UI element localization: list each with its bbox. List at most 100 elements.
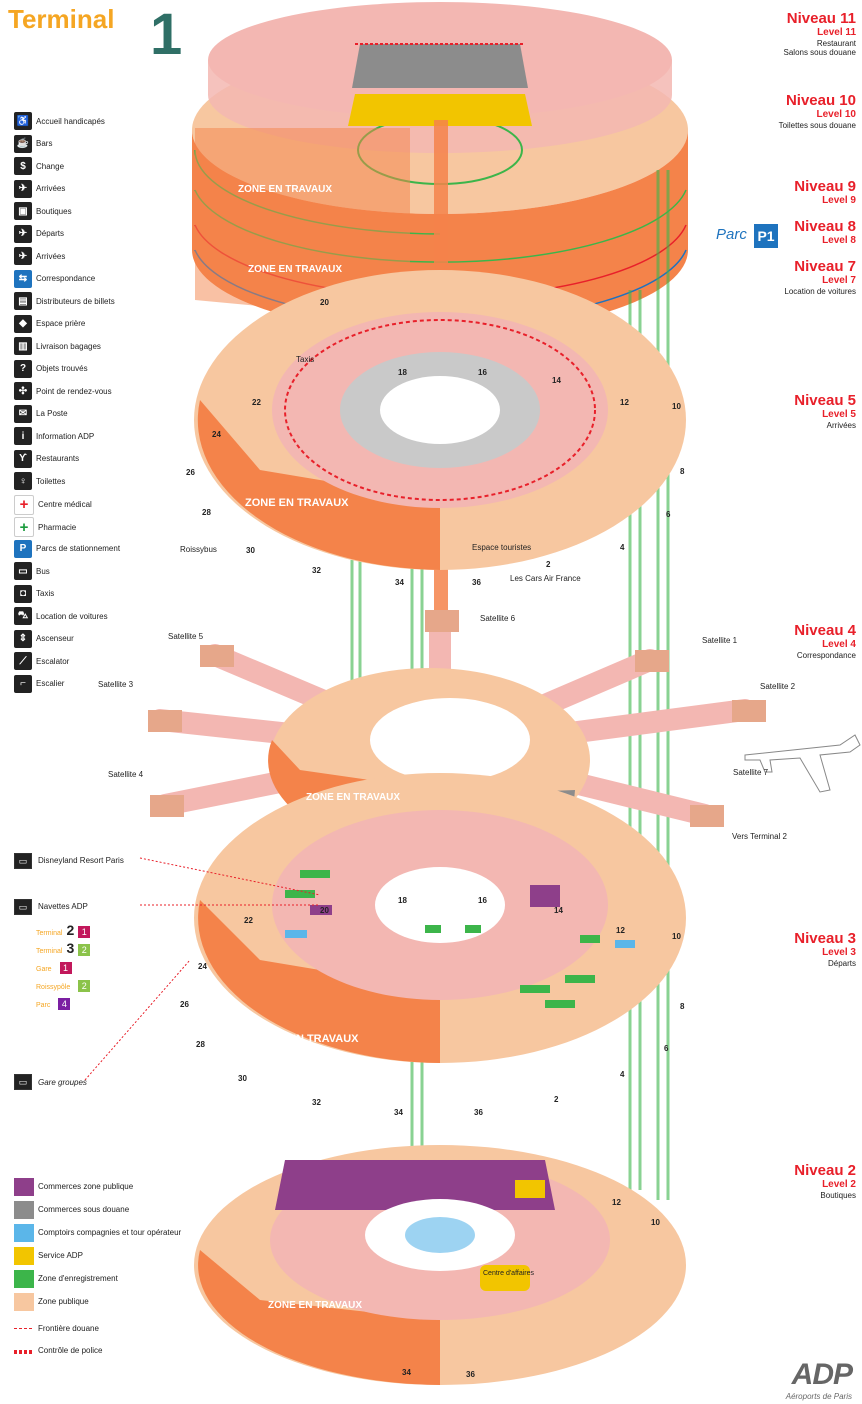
level-name-fr: Niveau 3 (794, 930, 856, 947)
connection-icon: ⇆ (14, 269, 32, 288)
level-name-en: Level 8 (822, 235, 856, 247)
area-swatch (14, 1201, 34, 1219)
gate-number-l2: 36 (466, 1370, 475, 1379)
gate-number-l3: 24 (198, 962, 207, 971)
arrivals-icon: ✈ (14, 179, 32, 198)
legend-item: ◆ Espace prière (14, 314, 86, 333)
works-label-l2: ZONE EN TRAVAUX (268, 1300, 363, 1311)
departures-icon: ✈ (14, 224, 32, 243)
area-legend-label: Comptoirs compagnies et tour opérateur (38, 1228, 182, 1237)
gate-number-l3: 4 (620, 1070, 625, 1079)
navette-line-badge: 2 (78, 944, 91, 956)
navettes-label: Navettes ADP (38, 902, 88, 911)
level-3-floor (194, 773, 686, 1063)
level-name-fr: Niveau 11 (786, 10, 856, 27)
legend-label: Change (36, 161, 65, 171)
level-name-en: Level 11 (817, 27, 856, 39)
level-desc: Toilettes sous douane (778, 120, 856, 130)
legend-label: Information ADP (36, 431, 95, 441)
legend-label: Taxis (36, 589, 55, 598)
area-swatch (14, 1247, 34, 1265)
shop-icon: ▣ (14, 202, 32, 220)
legend-label: Pharmacie (38, 522, 77, 532)
navette-dest: Terminal (36, 948, 63, 955)
legend-label: Location de voitures (36, 611, 108, 621)
level-desc: Restaurant (816, 38, 856, 48)
gate-number-l5: 24 (212, 430, 221, 439)
taxis-label: Taxis (296, 355, 315, 364)
gate-number-l2: 12 (612, 1198, 621, 1207)
gate-number-l3: 26 (180, 1000, 189, 1009)
legend-item: ⇕Ascenseur (14, 629, 74, 648)
level-name-en: Level 9 (822, 195, 856, 207)
gate-number-l3: 12 (616, 926, 625, 935)
gate-number-l3: 30 (238, 1074, 247, 1083)
satellite-7-label: Satellite 7 (733, 768, 769, 777)
car-rental-icon: ⛍ (14, 607, 32, 625)
legend-label: Parcs de stationnement (36, 544, 121, 553)
navette-dest: Roissypôle (36, 984, 71, 991)
legend-label: Centre médical (38, 500, 92, 509)
legend-label: Espace prière (36, 319, 86, 328)
level-name-fr: Niveau 9 (794, 178, 856, 195)
navette-line-badge: 1 (59, 962, 72, 974)
satellite-2-label: Satellite 2 (760, 682, 796, 691)
gate-number-l3: 6 (664, 1044, 669, 1053)
legend-label: Arrivées (36, 251, 66, 261)
gate-number-l3: 18 (398, 896, 407, 905)
works-label-l7: ZONE EN TRAVAUX (248, 264, 343, 275)
parc-label: Parc (716, 226, 747, 243)
gate-number-l3: 20 (320, 906, 329, 915)
legend-label: Bus (36, 566, 50, 576)
parking-p1-icon: P1 (754, 224, 778, 248)
area-legend-label: Zone d'enregistrement (38, 1274, 118, 1283)
centre-affaires-label: Centre d'affaires (483, 1270, 535, 1277)
lost-found-icon: ? (14, 359, 32, 378)
ticket-machine-icon: ▤ (14, 292, 32, 310)
gate-number-l3: 8 (680, 1002, 685, 1011)
satellite-1-label: Satellite 1 (702, 636, 738, 645)
area-swatch (14, 1270, 34, 1288)
legend-item: ☕Bars (14, 134, 52, 153)
legend-item: ⛍ Location de voitures (14, 607, 108, 625)
area-legend-label: Commerces zone publique (38, 1182, 134, 1191)
level-name-en: Level 10 (816, 109, 856, 121)
gate-number-l5: 28 (202, 508, 211, 517)
legend-item: ✈ Arrivées (14, 179, 66, 198)
customs-line (14, 1328, 34, 1329)
legend-label: Arrivées (36, 184, 66, 193)
line-legend-label: Frontière douane (38, 1324, 99, 1333)
works-label-l9: ZONE EN TRAVAUX (238, 184, 333, 195)
level-name-fr: Niveau 8 (794, 218, 856, 235)
legend-label: Escalier (36, 679, 65, 688)
shuttle-icon: ▭ (14, 899, 32, 915)
stairs-icon: ⌐ (14, 674, 32, 693)
gare-groupes-label: Gare groupes (38, 1078, 87, 1087)
gate-number-l5: 6 (666, 510, 671, 519)
level-name-en: Level 3 (822, 947, 856, 959)
terminal-number: 1 (150, 2, 183, 67)
adp-logo: ADP Aéroports de Paris (786, 1358, 853, 1401)
level-name-fr: Niveau 2 (794, 1162, 856, 1179)
prayer-icon: ◆ (14, 314, 32, 333)
works-label-l5: ZONE EN TRAVAUX (245, 497, 349, 509)
legend-label: La Poste (36, 409, 68, 418)
taxi-icon: ◘ (14, 584, 32, 603)
gate-number-l3: 28 (196, 1040, 205, 1049)
gate-number-l3: 32 (312, 1098, 321, 1107)
legend-label: Escalator (36, 656, 70, 666)
gate-number-l5: 36 (472, 578, 481, 587)
legend-label: Boutiques (36, 206, 72, 216)
gate-number-l5: 2 (546, 560, 551, 569)
gate-number-l3: 2 (554, 1095, 559, 1104)
gate-number-l5: 4 (620, 543, 625, 552)
